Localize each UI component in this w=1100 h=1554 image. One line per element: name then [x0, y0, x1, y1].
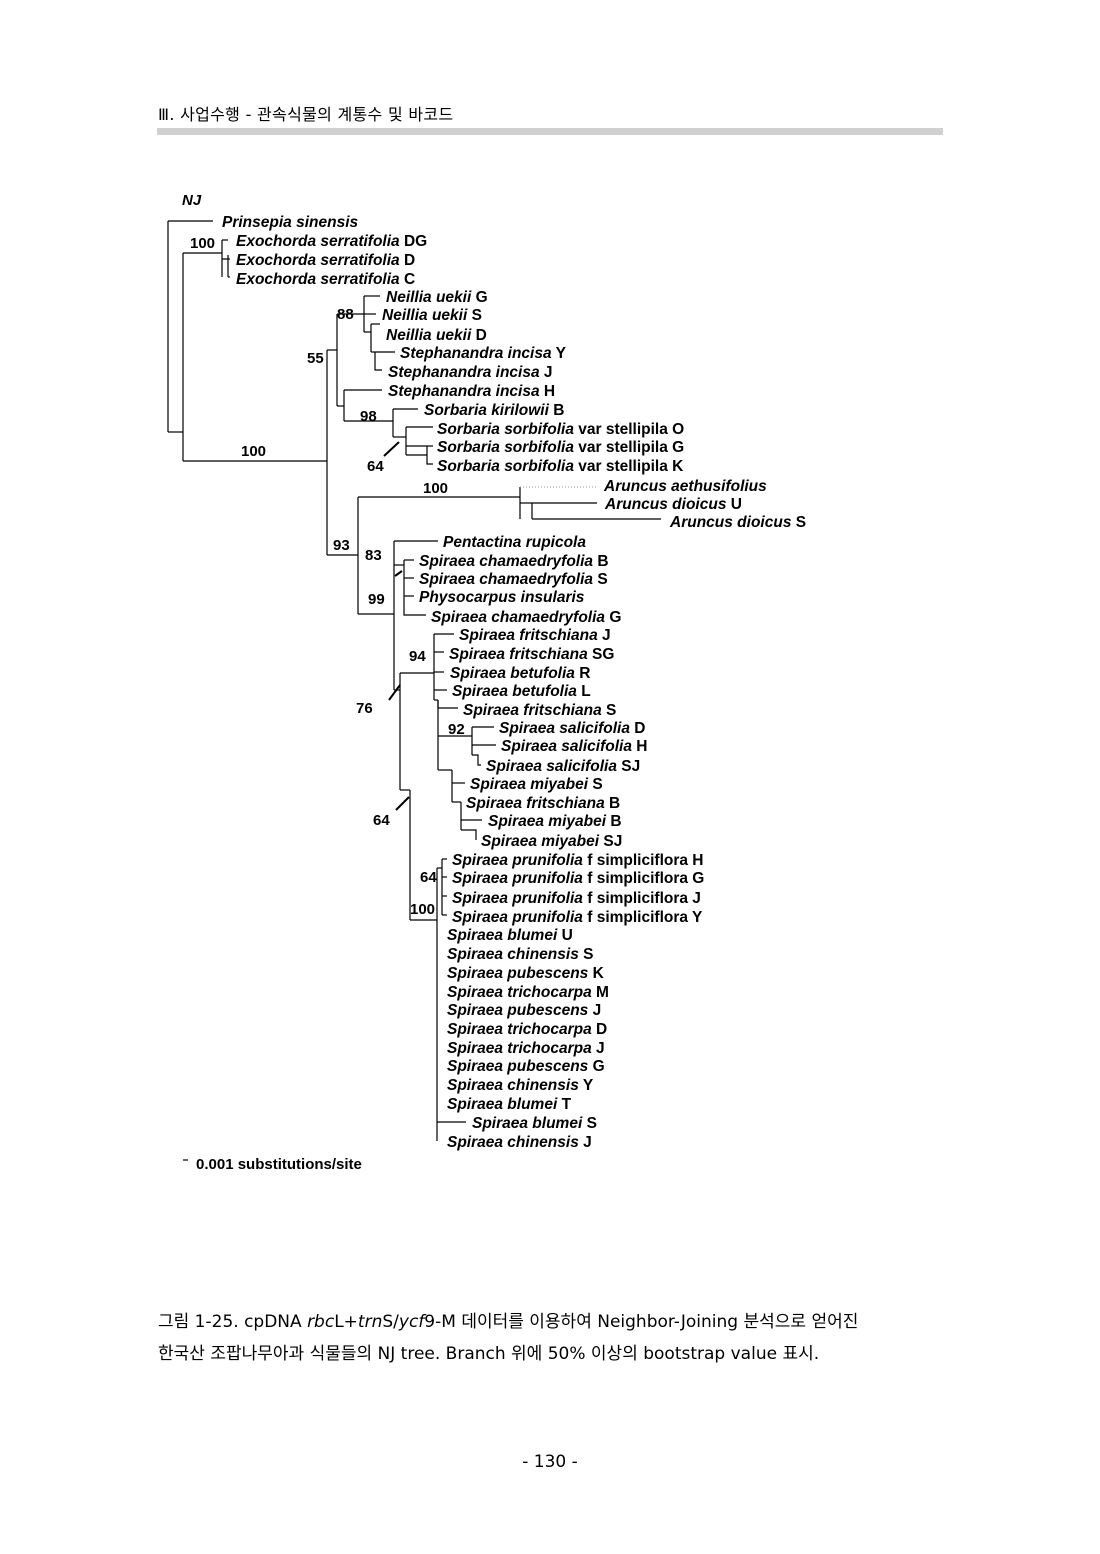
taxon-label: Spiraea betufolia R	[450, 665, 590, 682]
taxon-label: Spiraea pubescens G	[447, 1058, 605, 1075]
taxon-label: Spiraea chinensis S	[447, 946, 593, 963]
taxon-label: Exochorda serratifolia C	[236, 271, 415, 288]
bootstrap-labels: 100 88 55 98 100 64 100 93 83 99 94 76 92 64 64 100	[190, 235, 465, 918]
caption-line-2: 한국산 조팝나무아과 식물들의 NJ tree. Branch 위에 50% 이…	[158, 1344, 820, 1364]
taxon-label: Spiraea fritschiana B	[466, 795, 620, 812]
caption-tail: 9-M 데이터를 이용하여 Neighbor-Joining 분석으로 얻어진	[424, 1312, 859, 1332]
taxon-label: Spiraea trichocarpa M	[447, 984, 609, 1001]
bootstrap-value: 100	[410, 901, 435, 918]
taxon-label: Spiraea betufolia L	[452, 683, 591, 700]
taxon-label: Spiraea miyabei S	[470, 776, 603, 793]
taxon-label: Spiraea salicifolia SJ	[486, 758, 640, 775]
taxon-label: Physocarpus insularis	[419, 589, 585, 606]
taxon-label: Spiraea chamaedryfolia B	[419, 553, 609, 570]
bootstrap-value: 100	[190, 235, 215, 252]
taxon-label: Prinsepia sinensis	[222, 214, 358, 231]
bootstrap-value: 64	[367, 458, 384, 475]
taxon-label: Spiraea fritschiana S	[463, 702, 616, 719]
bootstrap-value: 100	[241, 443, 266, 460]
taxon-label: Sorbaria sorbifolia var stellipila O	[437, 421, 684, 438]
taxon-label: Spiraea fritschiana SG	[449, 646, 614, 663]
bootstrap-value: 99	[368, 591, 385, 608]
taxon-label: Spiraea chinensis J	[447, 1134, 592, 1151]
taxon-label: Spiraea blumei S	[472, 1115, 597, 1132]
taxon-label: Spiraea salicifolia H	[501, 738, 647, 755]
taxon-label: Spiraea miyabei B	[488, 813, 622, 830]
taxon-label: Spiraea prunifolia f simpliciflora G	[452, 870, 704, 887]
taxon-label: Spiraea prunifolia f simpliciflora Y	[452, 909, 703, 926]
bootstrap-value: 88	[337, 306, 354, 323]
taxon-label: Neillia uekii G	[386, 289, 488, 306]
taxon-label: Spiraea chinensis Y	[447, 1077, 594, 1094]
page-header: Ⅲ. 사업수행 - 관속식물의 계통수 및 바코드	[158, 105, 454, 124]
bootstrap-value: 98	[360, 408, 377, 425]
taxon-label: Spiraea blumei T	[447, 1096, 572, 1113]
taxon-label: Sorbaria sorbifolia var stellipila G	[437, 439, 684, 456]
bootstrap-value: 94	[409, 648, 426, 665]
taxon-label: Spiraea pubescens K	[447, 965, 605, 982]
taxon-label: Stephanandra incisa J	[388, 364, 553, 381]
tree-method-label: NJ	[182, 192, 202, 209]
scale-label: 0.001 substitutions/site	[196, 1156, 362, 1173]
taxon-label: Spiraea trichocarpa J	[447, 1040, 605, 1057]
bootstrap-value: 64	[373, 812, 390, 829]
taxon-label: Exochorda serratifolia D	[236, 252, 415, 269]
taxon-label: Aruncus dioicus U	[604, 496, 742, 513]
taxon-label: Spiraea fritschiana J	[459, 627, 611, 644]
taxon-label: Stephanandra incisa Y	[400, 345, 567, 362]
bootstrap-value: 92	[448, 721, 465, 738]
taxon-label: Neillia uekii D	[386, 327, 487, 344]
taxon-label: Spiraea chamaedryfolia S	[419, 571, 608, 588]
taxon-label: Spiraea prunifolia f simpliciflora J	[452, 890, 701, 907]
caption-lead: 그림 1-25. cpDNA	[158, 1312, 308, 1332]
caption-mid-1: L+	[334, 1312, 358, 1332]
taxon-label: Aruncus aethusifolius	[603, 478, 767, 495]
caption-mid-2: S/	[382, 1312, 399, 1332]
taxon-label: Aruncus dioicus S	[669, 514, 806, 531]
caption-marker-trn: trn	[357, 1312, 383, 1332]
bootstrap-value: 64	[420, 869, 437, 886]
bootstrap-value: 55	[307, 350, 324, 367]
taxon-label: Spiraea trichocarpa D	[447, 1021, 607, 1038]
taxon-label: Spiraea prunifolia f simpliciflora H	[452, 852, 704, 869]
bootstrap-value: 100	[423, 480, 448, 497]
tree-branches	[167, 220, 661, 1141]
taxon-label: Neillia uekii S	[382, 307, 482, 324]
arrows	[383, 441, 410, 811]
taxon-label: Spiraea miyabei SJ	[481, 833, 622, 850]
bootstrap-value: 76	[356, 700, 373, 717]
bootstrap-value: 83	[365, 547, 382, 564]
taxon-label: Sorbaria sorbifolia var stellipila K	[437, 458, 684, 475]
taxon-label: Spiraea blumei U	[447, 927, 573, 944]
taxon-label: Sorbaria kirilowii B	[424, 402, 564, 419]
bootstrap-value: 93	[333, 537, 350, 554]
figure-caption: 그림 1-25. cpDNA rbcL+trnS/ycf9-M 데이터를 이용하…	[158, 1306, 958, 1370]
taxon-label: Spiraea chamaedryfolia G	[431, 609, 621, 626]
page-number: - 130 -	[522, 1452, 578, 1472]
taxon-label: Stephanandra incisa H	[388, 383, 555, 400]
caption-marker-rbc: rbc	[307, 1312, 335, 1332]
caption-line-1: 그림 1-25. cpDNA rbcL+trnS/ycf9-M 데이터를 이용하…	[158, 1306, 958, 1338]
taxon-label: Spiraea pubescens J	[447, 1002, 601, 1019]
taxon-label: Exochorda serratifolia DG	[236, 233, 427, 250]
caption-marker-ycf: ycf	[398, 1312, 425, 1332]
taxon-label: Pentactina rupicola	[443, 534, 586, 551]
header-rule	[157, 128, 943, 135]
taxon-label: Spiraea salicifolia D	[499, 720, 645, 737]
